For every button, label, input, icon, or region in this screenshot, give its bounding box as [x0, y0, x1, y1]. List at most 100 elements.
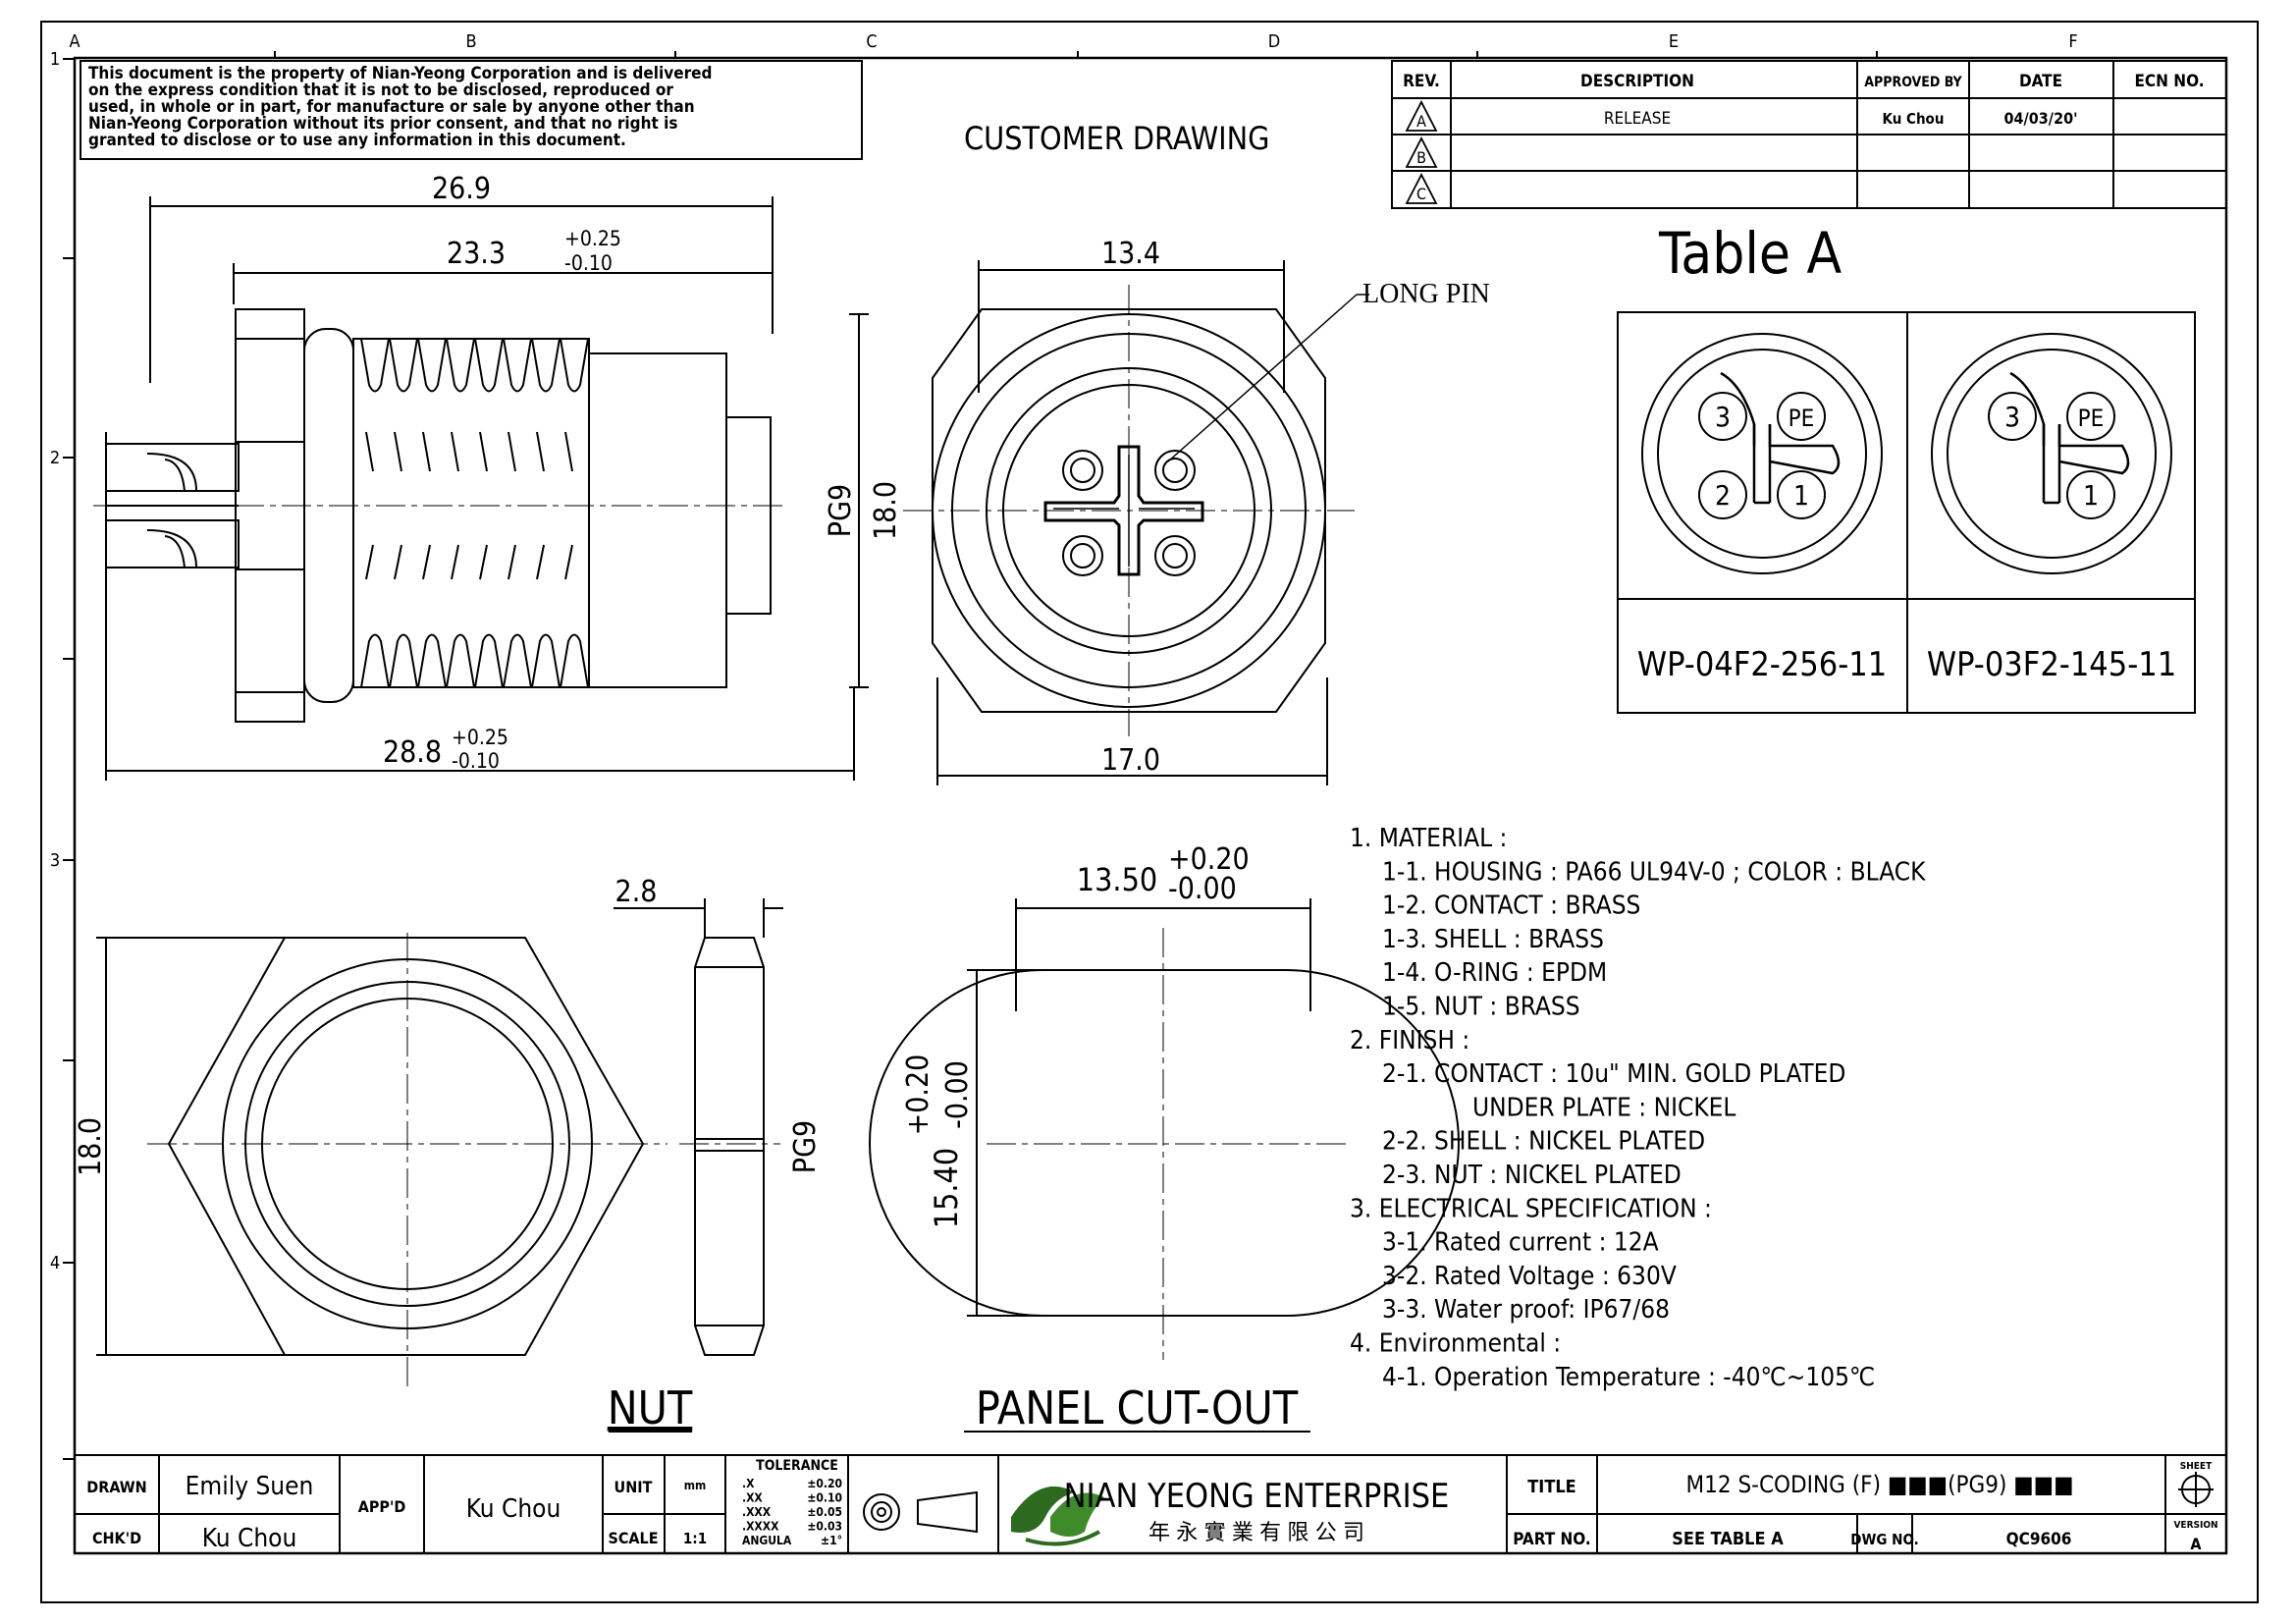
nut-dim-height: 18.0: [74, 1117, 108, 1176]
rev-c-label: C: [1416, 185, 1426, 203]
projection-symbol: [863, 1490, 978, 1534]
tolerance-value: ±1°: [821, 1534, 842, 1547]
side-dim-thread-length: 23.3: [447, 237, 506, 271]
rev-a-approved: Ku Chou: [1883, 110, 1945, 128]
zone-col-A: A: [69, 31, 80, 52]
zone-col-B: B: [465, 31, 476, 52]
tolerance-table: .X±0.20.XX±0.10.XXX±0.05.XXXX±0.03ANGULA…: [742, 1477, 842, 1547]
front-dim-top: 13.4: [1101, 237, 1160, 271]
pin-label: PE: [1789, 405, 1815, 432]
rev-header: REV.: [1403, 72, 1440, 91]
zone-row-markers: 1 2 3 4: [50, 49, 75, 1460]
chkd-value: Ku Chou: [202, 1524, 297, 1553]
tolerance-key: .XXX: [742, 1505, 772, 1519]
nut-view: [96, 898, 783, 1389]
spec-note-line: 3. ELECTRICAL SPECIFICATION :: [1350, 1194, 1712, 1223]
panel-cutout-view: [869, 898, 1460, 1360]
front-view: [903, 260, 1369, 785]
rev-a-description: RELEASE: [1604, 109, 1671, 129]
ecn-header: ECN NO.: [2134, 72, 2204, 91]
part-no-label: PART NO.: [1513, 1530, 1591, 1549]
spec-note-line: 4-1. Operation Temperature : -40℃~105℃: [1382, 1363, 1875, 1392]
rev-c-triangle: [1405, 173, 1438, 204]
side-view: [93, 196, 869, 781]
part-no-value: SEE TABLE A: [1672, 1529, 1784, 1549]
drawn-label: DRAWN: [86, 1478, 146, 1496]
specification-notes: 1. MATERIAL :1-1. HOUSING : PA66 UL94V-0…: [1350, 824, 1926, 1392]
zone-row-2: 2: [50, 448, 60, 468]
pin-label: 3: [1715, 401, 1731, 433]
outer-frame: [40, 21, 2259, 1603]
version-label: VERSION: [2173, 1520, 2217, 1531]
front-dim-bottom: 17.0: [1101, 743, 1160, 778]
zone-col-E: E: [1669, 31, 1679, 52]
table-a-title: Table A: [1658, 220, 1842, 287]
table-a-grid: [1617, 311, 2196, 714]
side-dim-height: 18.0: [869, 481, 903, 540]
notice-line-3: used, in whole or in part, for manufactu…: [88, 97, 695, 117]
description-header: DESCRIPTION: [1580, 72, 1694, 91]
spec-note-line: 4. Environmental :: [1350, 1329, 1561, 1359]
scale-label: SCALE: [608, 1529, 658, 1547]
spec-note-line: 1-1. HOUSING : PA66 UL94V-0 ; COLOR : BL…: [1382, 857, 1926, 887]
tolerance-key: .X: [742, 1477, 755, 1490]
title-label: TITLE: [1527, 1477, 1576, 1497]
dwg-no-label: DWG NO.: [1850, 1531, 1918, 1548]
spec-note-line: 3-2. Rated Voltage : 630V: [1382, 1262, 1677, 1291]
spec-note-line: 1-5. NUT : BRASS: [1382, 993, 1580, 1022]
tolerance-key: .XXXX: [742, 1520, 779, 1534]
panel-dim-width: 13.50: [1077, 861, 1157, 898]
zone-row-1: 1: [50, 49, 60, 70]
company-name: NIAN YEONG ENTERPRISE: [1064, 1477, 1450, 1516]
zone-row-4: 4: [50, 1253, 60, 1273]
tolerance-key: .XX: [742, 1491, 763, 1505]
approved-header: APPROVED BY: [1864, 75, 1962, 90]
tolerance-value: ±0.20: [807, 1477, 842, 1490]
side-tol-total-minus: -0.10: [452, 749, 500, 773]
tolerance-value: ±0.10: [807, 1491, 842, 1505]
nut-view-label: NUT: [608, 1381, 693, 1434]
panel-tol-height-plus: +0.20: [901, 1055, 935, 1136]
chkd-label: CHK'D: [92, 1529, 141, 1547]
spec-note-line: 3-1. Rated current : 12A: [1382, 1228, 1659, 1258]
rev-a-label: A: [1416, 112, 1426, 131]
company-logo: [1011, 1486, 1104, 1546]
pin-label: 1: [2083, 479, 2099, 512]
zone-col-D: D: [1268, 31, 1280, 52]
side-view-threads: [360, 338, 589, 688]
spec-note-line: 2-3. NUT : NICKEL PLATED: [1382, 1161, 1682, 1190]
notice-line-5: granted to disclose or to use any inform…: [88, 131, 626, 150]
appd-label: APP'D: [358, 1497, 406, 1516]
appd-value: Ku Chou: [466, 1494, 561, 1524]
unit-label: UNIT: [614, 1478, 653, 1496]
notice-line-1: This document is the property of Nian-Ye…: [88, 64, 712, 83]
panel-dim-height: 15.40: [928, 1148, 965, 1228]
side-dim-total: 28.8: [383, 735, 442, 770]
pin-label: 3: [2004, 401, 2020, 433]
tolerance-value: ±0.03: [807, 1520, 842, 1534]
company-name-chinese: 年 永 實 業 有 限 公 司: [1148, 1521, 1364, 1545]
tolerance-value: ±0.05: [807, 1505, 842, 1519]
spec-note-line: 2. FINISH :: [1350, 1026, 1469, 1055]
scale-value: 1:1: [683, 1530, 707, 1547]
revision-table: REV. DESCRIPTION APPROVED BY DATE ECN NO…: [1391, 60, 2227, 209]
side-thread-label: PG9: [824, 484, 858, 537]
notice-line-2: on the express condition that it is not …: [88, 81, 673, 100]
rev-b-triangle: [1405, 136, 1438, 168]
table-a-part-1: WP-04F2-256-11: [1637, 645, 1887, 684]
dwg-no-value: QC9606: [2006, 1530, 2072, 1549]
pin-label: 1: [1793, 479, 1809, 512]
spec-note-line: 1-4. O-RING : EPDM: [1382, 958, 1607, 988]
zone-row-3: 3: [50, 850, 60, 871]
title-block: [74, 1454, 2227, 1554]
tolerance-title: TOLERANCE: [756, 1458, 838, 1474]
panel-tol-width-plus: +0.20: [1168, 842, 1250, 877]
panel-tol-height-minus: -0.00: [940, 1060, 975, 1129]
panel-tol-width-minus: -0.00: [1168, 872, 1237, 906]
side-dim-overall: 26.9: [432, 172, 491, 206]
title-value: M12 S-CODING (F) ■■■(PG9) ■■■: [1685, 1471, 2073, 1498]
property-notice: This document is the property of Nian-Ye…: [80, 60, 863, 160]
nut-thread-label: PG9: [788, 1120, 823, 1173]
